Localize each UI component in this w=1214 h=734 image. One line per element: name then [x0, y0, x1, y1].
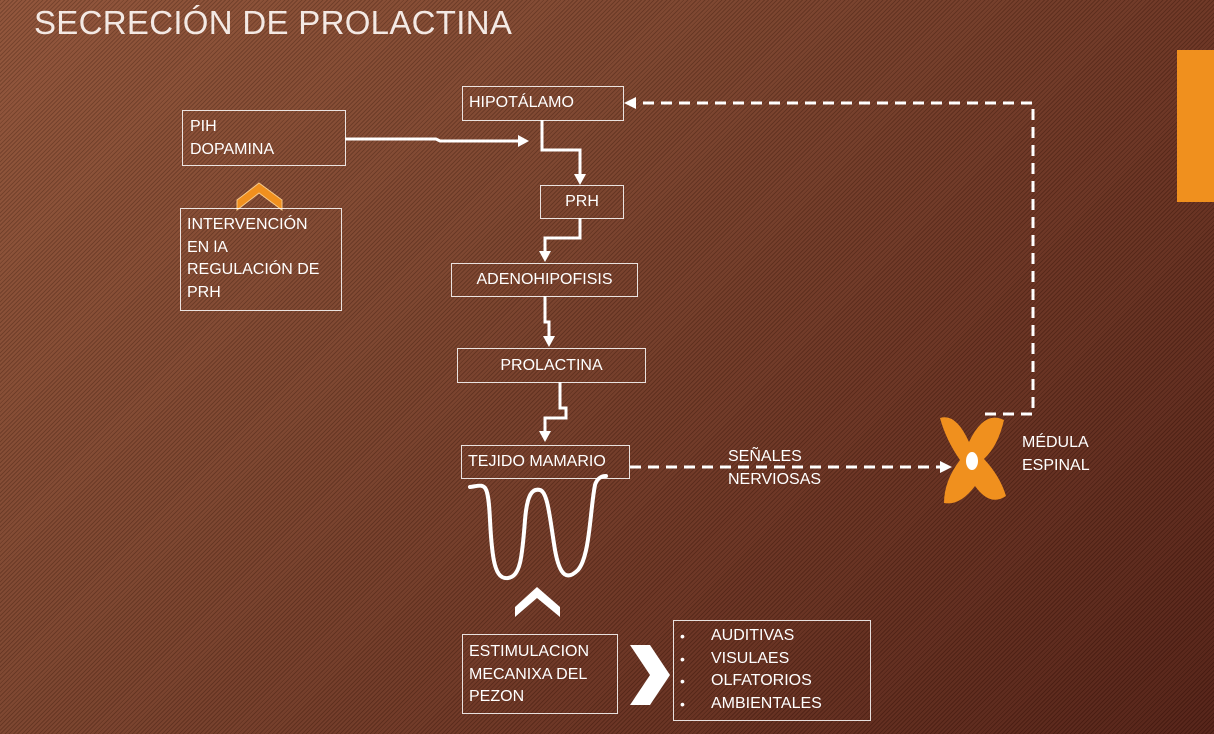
- medula-espinal-label: MÉDULA ESPINAL: [1022, 432, 1090, 477]
- chevron-up-icon: [515, 587, 560, 617]
- box-intervencion: INTERVENCIÓN EN lA REGULACIÓN DE PRH: [180, 208, 342, 311]
- intervencion-line-3: REGULACIÓN DE: [187, 261, 320, 278]
- box-hipotalamo: HIPOTÁLAMO: [462, 86, 624, 121]
- box-tejido-mamario: TEJIDO MAMARIO: [461, 445, 630, 479]
- accent-side-tab: [1177, 50, 1214, 202]
- box-estimulacion: ESTIMULACION MECANIXA DEL PEZON: [462, 634, 618, 714]
- box-prh: PRH: [540, 185, 624, 219]
- arrowhead-prolactina: [543, 336, 555, 347]
- box-adenohipofisis: ADENOHIPOFISIS: [451, 263, 638, 297]
- mammary-tissue-icon: [468, 474, 608, 581]
- box-pih-dopamina: PIH DOPAMINA: [182, 110, 346, 166]
- senales-line-2: NERVIOSAS: [728, 470, 822, 488]
- estimulacion-line-1: ESTIMULACION: [469, 643, 590, 660]
- pih-label: PIH: [190, 118, 217, 135]
- page-title: SECRECIÓN DE PROLACTINA: [34, 4, 513, 41]
- arrowhead-tejido: [539, 431, 551, 442]
- arrowhead-pih: [518, 135, 529, 147]
- arrow-prh-to-adeno: [543, 218, 582, 252]
- list-item: AMBIENTALES: [674, 693, 870, 716]
- box-stimuli-list: AUDITIVAS VISULAES OLFATORIOS AMBIENTALE…: [673, 620, 871, 721]
- dashed-arrow-feedback: [636, 101, 1035, 416]
- arrowhead-adeno: [539, 251, 551, 262]
- arrow-prolactina-to-tejido: [543, 382, 568, 432]
- list-item: OLFATORIOS: [674, 670, 870, 693]
- intervencion-line-4: PRH: [187, 283, 221, 301]
- box-tejido-mamario-label: TEJIDO MAMARIO: [468, 453, 606, 470]
- intervencion-line-2: EN lA: [187, 238, 228, 256]
- dopamina-label: DOPAMINA: [190, 140, 275, 158]
- box-adenohipofisis-label: ADENOHIPOFISIS: [476, 271, 613, 288]
- box-prolactina-label: PROLACTINA: [500, 357, 603, 374]
- estimulacion-line-3: PEZON: [469, 688, 525, 705]
- list-item: VISULAES: [674, 648, 870, 671]
- estimulacion-line-2: MECANIXA DEL: [469, 665, 588, 683]
- arrowhead-medula: [940, 461, 952, 473]
- arrowhead-hipotalamo: [624, 97, 636, 109]
- stimuli-list: AUDITIVAS VISULAES OLFATORIOS AMBIENTALE…: [674, 625, 870, 715]
- medula-line-1: MÉDULA: [1022, 434, 1089, 451]
- arrow-hipotalamo-to-prh: [540, 120, 582, 175]
- senales-line-1: SEÑALES: [728, 448, 802, 465]
- arrow-adeno-to-prolactina: [543, 296, 551, 337]
- arrow-pih-to-hipotalamo: [345, 137, 520, 143]
- box-prolactina: PROLACTINA: [457, 348, 646, 383]
- spinal-cord-icon: [940, 417, 1006, 504]
- medula-line-2: ESPINAL: [1022, 456, 1090, 474]
- arrowhead-prh: [574, 174, 586, 185]
- list-item: AUDITIVAS: [674, 625, 870, 648]
- box-hipotalamo-label: HIPOTÁLAMO: [469, 94, 574, 111]
- senales-nerviosas-label: SEÑALES NERVIOSAS: [728, 446, 821, 491]
- intervencion-line-1: INTERVENCIÓN: [187, 216, 308, 233]
- chevron-up-icon: [236, 182, 283, 212]
- box-prh-label: PRH: [565, 193, 599, 210]
- chevron-right-icon: [630, 645, 670, 705]
